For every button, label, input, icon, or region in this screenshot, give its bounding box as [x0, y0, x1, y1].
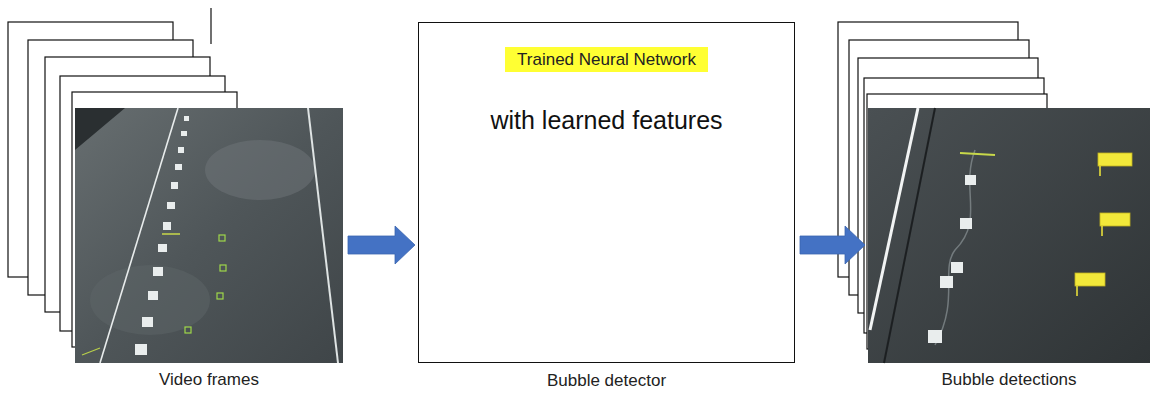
- caption-text: Video frames: [159, 370, 259, 389]
- text-row: Bubble detections: [868, 370, 1150, 390]
- text-row: Bubble detector: [419, 371, 794, 391]
- highlight-title: Trained Neural Network: [505, 47, 708, 72]
- frame-stack: Video frames: [75, 108, 343, 363]
- text-row: with learned features: [419, 106, 794, 135]
- tick-mark: [210, 8, 211, 44]
- text-row: Video frames: [75, 370, 343, 390]
- road-photo: [75, 108, 343, 363]
- caption-text: Bubble detector: [547, 371, 666, 390]
- block-arrow: [800, 226, 865, 264]
- caption-text: Bubble detections: [941, 370, 1076, 389]
- text-row: Trained Neural Network: [419, 50, 794, 70]
- detection-photo: [868, 108, 1150, 363]
- detection-stack: Bubble detections: [868, 108, 1150, 363]
- detector-box: Trained Neural Network with learned featu…: [418, 22, 795, 363]
- body-text: with learned features: [490, 106, 722, 134]
- block-arrow: [348, 226, 415, 264]
